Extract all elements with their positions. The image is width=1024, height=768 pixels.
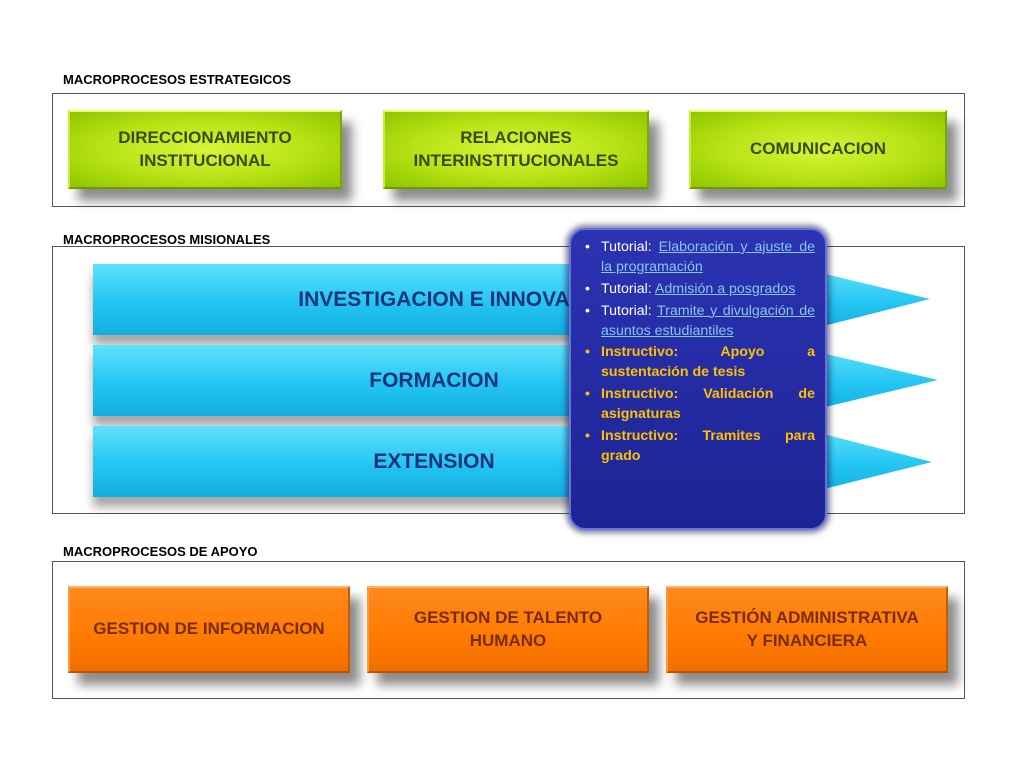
arrow-tip-extension — [800, 428, 932, 495]
tutorial-prefix: Tutorial: — [601, 280, 652, 297]
arrow-label: FORMACION — [369, 368, 499, 392]
box-line: GESTION DE INFORMACION — [93, 619, 325, 639]
support-section-label: MACROPROCESOS DE APOYO — [63, 544, 258, 559]
box-line: DIRECCIONAMIENTO — [118, 128, 292, 148]
box-line: INSTITUCIONAL — [139, 150, 271, 170]
box-line: GESTIÓN ADMINISTRATIVA — [695, 608, 919, 628]
box-comunicacion[interactable]: COMUNICACION — [689, 110, 947, 189]
arrow-label: EXTENSION — [373, 449, 495, 473]
box-line: COMUNICACION — [750, 139, 886, 159]
strategic-section-label: MACROPROCESOS ESTRATEGICOS — [63, 72, 292, 87]
link-tramite-asuntos-estudiantiles[interactable]: Tramite y divulgación de asuntos estudia… — [601, 302, 816, 339]
list-item: Tutorial: Admisión a posgrados — [583, 280, 815, 300]
box-line: GESTION DE TALENTO — [413, 608, 603, 628]
box-gestion-informacion[interactable]: GESTION DE INFORMACION — [68, 586, 350, 673]
arrow-label: INVESTIGACION E INNOVA — [298, 287, 570, 311]
instructivo-text: Instructivo: Validación de asignaturas — [601, 386, 815, 422]
tutorial-prefix: Tutorial: — [601, 239, 652, 255]
box-line: Y FINANCIERA — [746, 630, 868, 650]
list-item: Instructivo: Tramites para grado — [583, 427, 815, 467]
link-elaboracion-programacion[interactable]: Elaboración y ajuste de la programación — [601, 239, 815, 275]
list-item: Instructivo: Apoyo a sustentación de tes… — [583, 343, 815, 383]
box-line: RELACIONES — [460, 128, 572, 148]
box-line: HUMANO — [469, 630, 547, 650]
resources-popup: Tutorial: Elaboración y ajuste de la pro… — [569, 228, 827, 530]
list-item: Instructivo: Validación de asignaturas — [583, 385, 815, 425]
instructivo-text: Instructivo: Apoyo a sustentación de tes… — [601, 344, 815, 381]
box-line: INTERINSTITUCIONALES — [413, 150, 619, 170]
arrow-tip-formacion — [800, 348, 938, 413]
instructivo-text: Instructivo: Tramites para grado — [601, 427, 815, 464]
resources-list: Tutorial: Elaboración y ajuste de la pro… — [583, 238, 815, 467]
missional-section-label: MACROPROCESOS MISIONALES — [63, 232, 271, 247]
arrow-tip-investigacion — [800, 268, 930, 332]
tutorial-prefix: Tutorial: — [601, 302, 652, 319]
link-admision-posgrados[interactable]: Admisión a posgrados — [654, 280, 796, 297]
list-item: Tutorial: Tramite y divulgación de asunt… — [583, 302, 815, 342]
list-item: Tutorial: Elaboración y ajuste de la pro… — [583, 238, 815, 278]
